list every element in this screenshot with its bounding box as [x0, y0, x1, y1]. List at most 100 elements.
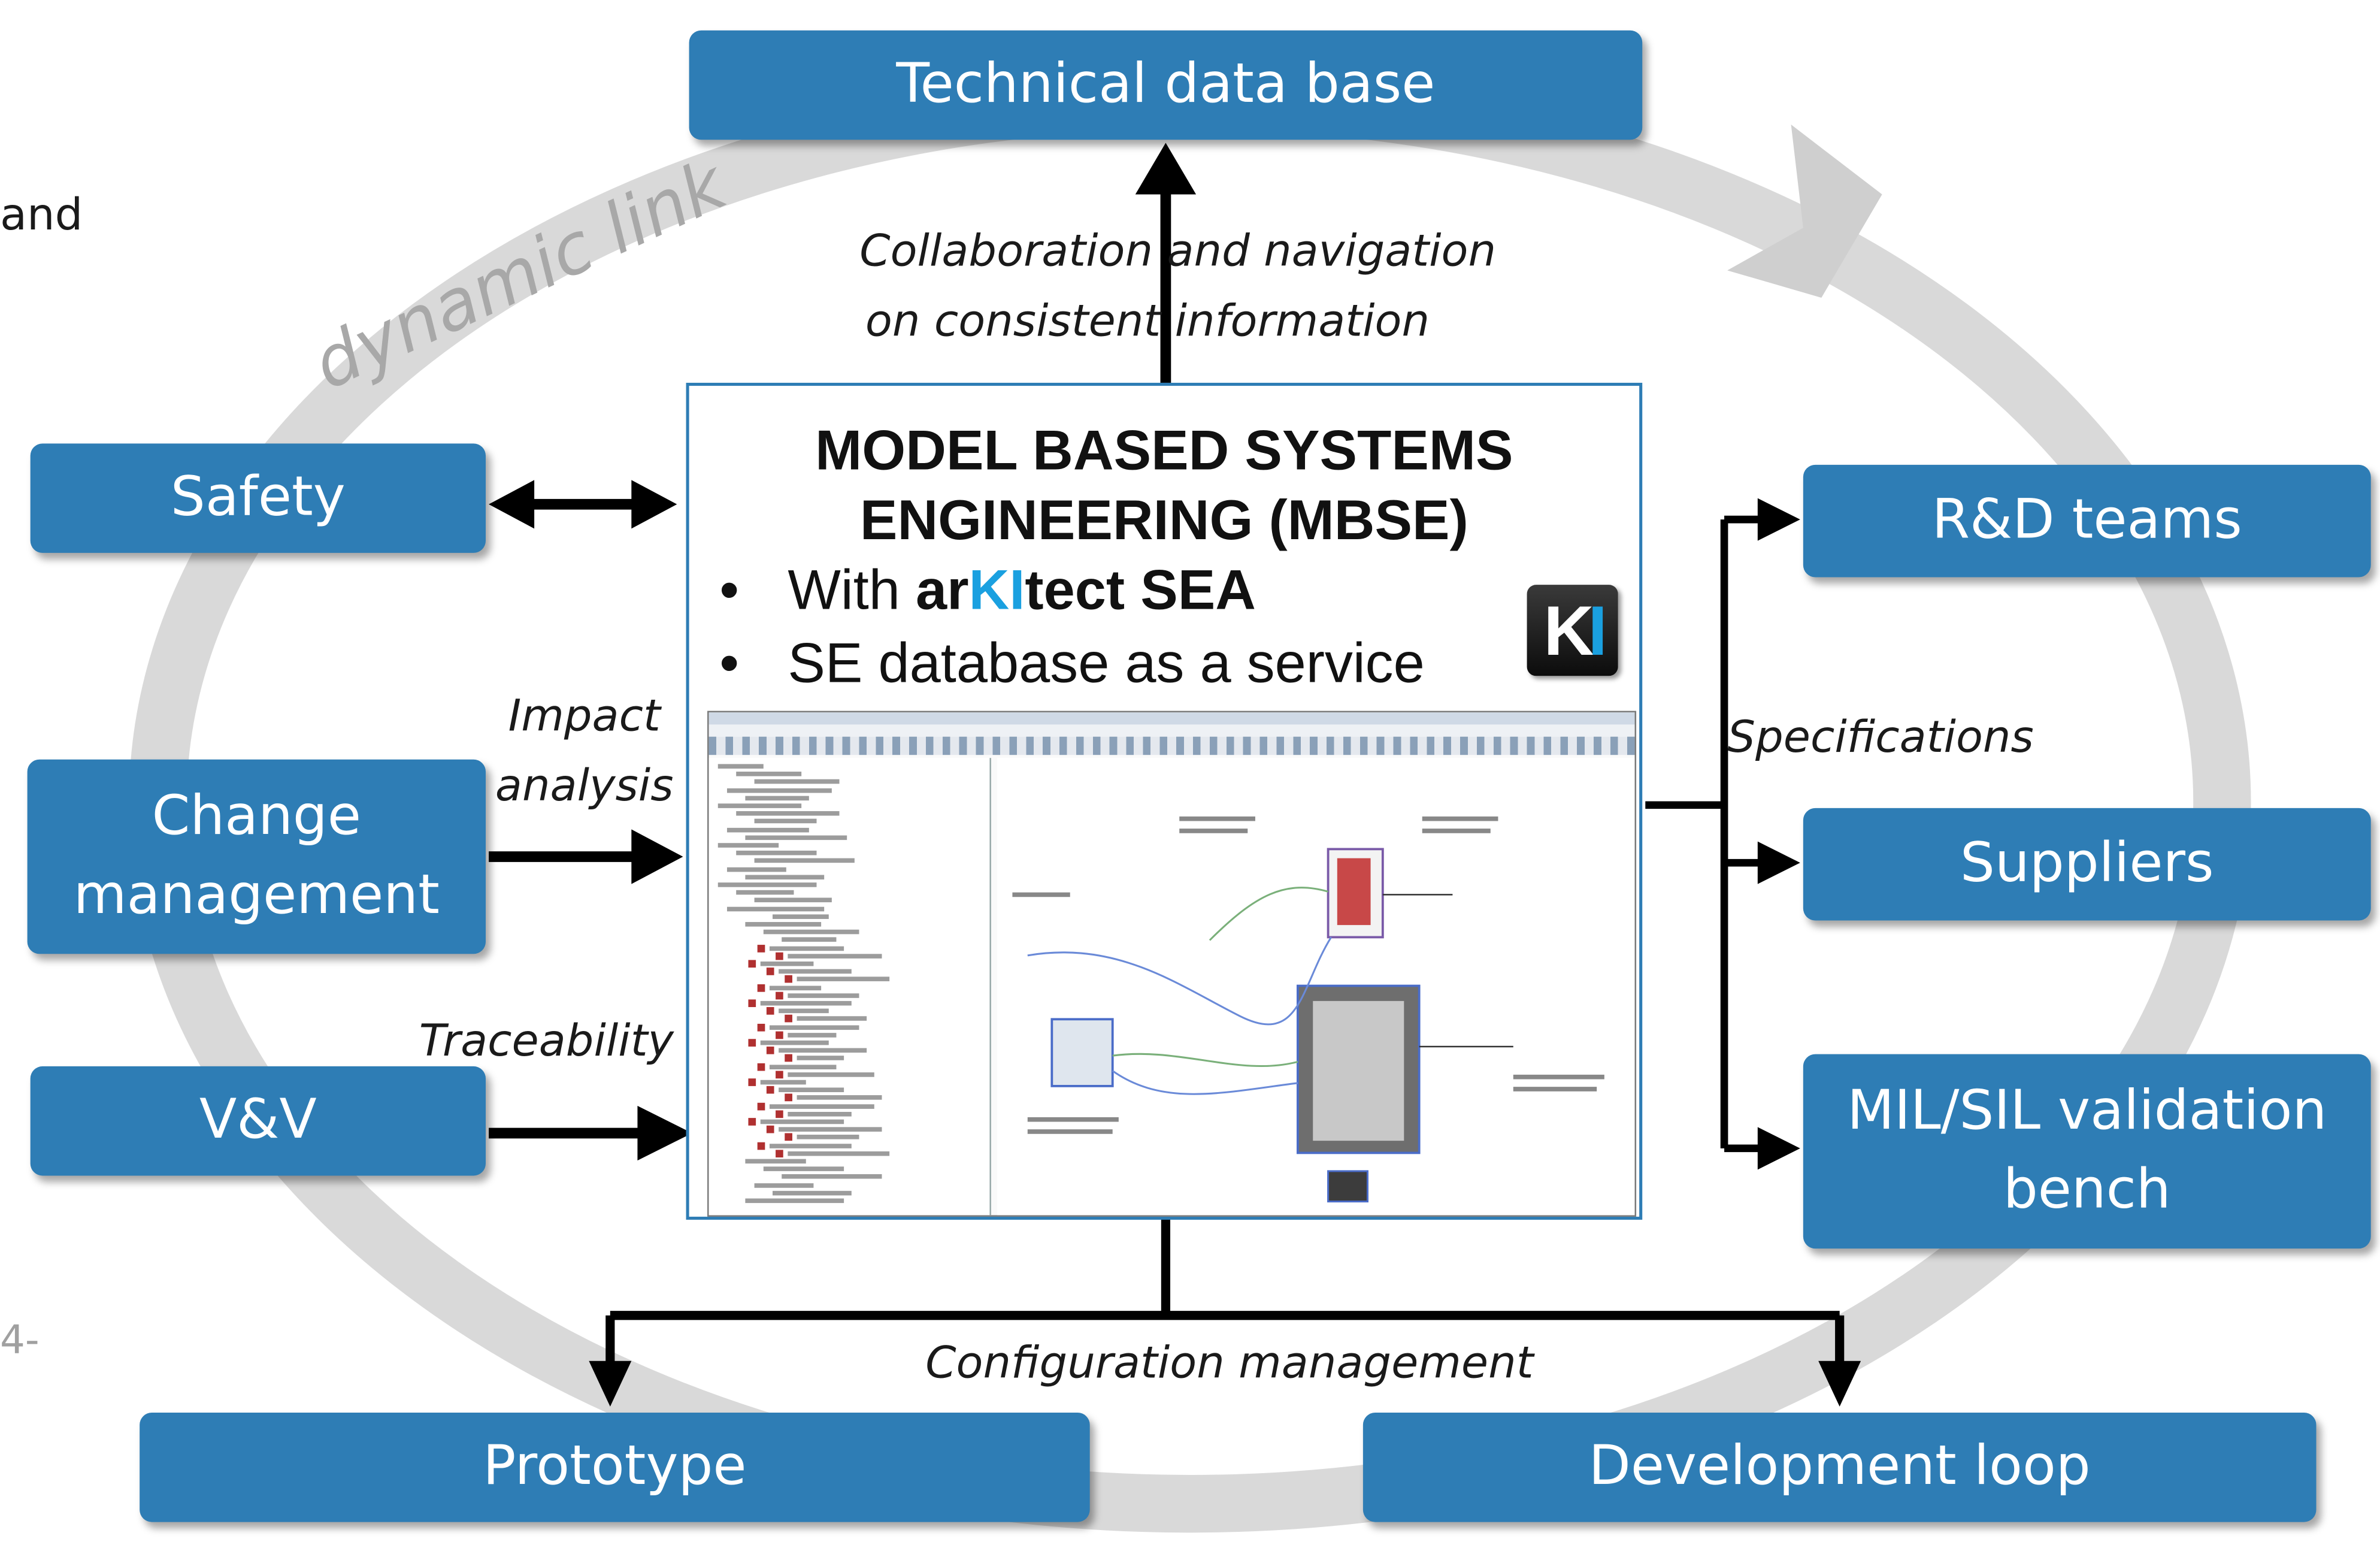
configuration-label: Configuration management — [925, 1337, 1534, 1389]
tree-row — [717, 843, 779, 848]
change-management-label-line1: Change — [152, 785, 361, 848]
ring-arrowhead — [1727, 124, 1882, 298]
tree-row-icon — [776, 1031, 783, 1039]
fragment-and: and — [0, 188, 83, 240]
tree-row — [782, 1174, 882, 1180]
tree-row-icon — [766, 1047, 774, 1055]
tree-row-icon — [748, 960, 756, 968]
tree-row — [760, 1080, 806, 1085]
tree-row — [779, 1127, 882, 1132]
collab-label-line1: Collaboration and navigation — [859, 225, 1497, 277]
tree-row-icon — [748, 1118, 756, 1126]
tree-row — [779, 1087, 844, 1093]
suppliers-label: Suppliers — [1960, 832, 2214, 895]
bullet-se-database: •SE database as a service — [719, 631, 1425, 694]
tree-row — [754, 819, 817, 824]
tree-row-icon — [766, 1007, 774, 1015]
tree-row-icon — [757, 1102, 765, 1110]
tree-row — [726, 866, 786, 872]
tree-row-icon — [757, 1141, 765, 1150]
tree-row — [763, 1166, 844, 1172]
tree-row — [769, 985, 822, 990]
tree-row-icon — [757, 1062, 765, 1071]
arkitect-brand: arKItect SEA — [915, 559, 1256, 622]
safety-label: Safety — [170, 466, 346, 529]
tree-row — [726, 827, 809, 832]
development-loop-box: Development loop — [1362, 1413, 2317, 1522]
tree-row — [736, 772, 802, 777]
tree-row — [760, 961, 814, 966]
tree-row — [797, 1017, 867, 1021]
tree-row — [788, 1072, 874, 1077]
tool-screenshot — [707, 711, 1637, 1217]
tree-row — [760, 1040, 829, 1045]
safety-box: Safety — [30, 443, 486, 553]
tree-row — [736, 811, 840, 817]
development-loop-label: Development loop — [1588, 1435, 2091, 1498]
tree-row — [717, 764, 764, 769]
tree-row — [788, 1111, 852, 1117]
mbse-title-line2: ENGINEERING (MBSE) — [859, 489, 1468, 552]
bullet-arkitect: •With arKItect SEA — [719, 559, 1256, 622]
vv-box: V&V — [30, 1066, 486, 1176]
tree-row — [745, 922, 822, 927]
tree-row-icon — [748, 999, 756, 1008]
tree-row-icon — [785, 1094, 792, 1102]
tree-row — [717, 882, 817, 887]
tree-row — [760, 1000, 852, 1006]
tree-row — [788, 993, 859, 998]
screenshot-model-tree — [708, 758, 991, 1216]
specifications-label: Specifications — [1727, 711, 2034, 763]
screenshot-toolbar — [708, 736, 1635, 755]
tree-row-icon — [776, 1149, 783, 1157]
mil-sil-box: MIL/SIL validation bench — [1803, 1054, 2371, 1249]
arrow-configuration — [589, 1220, 1861, 1407]
tree-row — [788, 1151, 890, 1156]
collab-label-line2: on consistent information — [865, 294, 1430, 347]
change-management-box: Change management — [27, 759, 486, 954]
impact-label-line1: Impact — [508, 690, 661, 742]
tree-row-icon — [748, 1039, 756, 1047]
tree-row-icon — [776, 991, 783, 999]
tree-row — [769, 1143, 852, 1148]
rd-teams-label: R&D teams — [1931, 489, 2242, 552]
bullet-arkitect-prefix: With — [788, 559, 916, 622]
tree-row-icon — [785, 1054, 792, 1063]
tree-row — [769, 1104, 874, 1108]
tree-row-icon — [766, 1126, 774, 1133]
tree-row — [797, 1056, 844, 1061]
tree-row — [726, 906, 825, 911]
impact-label-line2: analysis — [495, 759, 674, 811]
tree-row-icon — [785, 975, 792, 984]
tree-row — [779, 1009, 829, 1014]
tree-row-icon — [757, 983, 765, 991]
tree-row-icon — [757, 944, 765, 952]
tree-row — [736, 890, 794, 895]
screenshot-menubar — [708, 724, 1635, 737]
tree-row — [797, 977, 890, 982]
mbse-title-line1: MODEL BASED SYSTEMS — [815, 419, 1513, 482]
tree-row — [782, 938, 837, 943]
rd-teams-box: R&D teams — [1803, 464, 2371, 578]
mbse-panel: MODEL BASED SYSTEMS ENGINEERING (MBSE) •… — [686, 382, 1643, 1220]
tree-row — [745, 1198, 844, 1204]
tree-row — [760, 1119, 844, 1124]
traceability-label: Traceability — [419, 1014, 674, 1066]
tree-row — [773, 914, 829, 919]
tree-row — [763, 930, 859, 935]
tree-row — [754, 779, 840, 785]
tree-row-icon — [766, 1086, 774, 1095]
fragment-4: 4- — [0, 1318, 40, 1364]
technical-db-label: Technical data base — [896, 53, 1436, 116]
tree-row — [745, 874, 825, 879]
tree-row — [769, 1024, 859, 1030]
tree-row — [769, 945, 844, 951]
tree-row — [779, 969, 852, 974]
ki-logo-icon: KI — [1527, 585, 1618, 676]
tree-row — [745, 796, 809, 800]
tree-row-icon — [776, 1109, 783, 1118]
tree-row — [773, 1190, 852, 1195]
screenshot-titlebar — [708, 712, 1635, 725]
tree-row — [779, 1048, 867, 1053]
tree-row — [769, 1064, 837, 1069]
